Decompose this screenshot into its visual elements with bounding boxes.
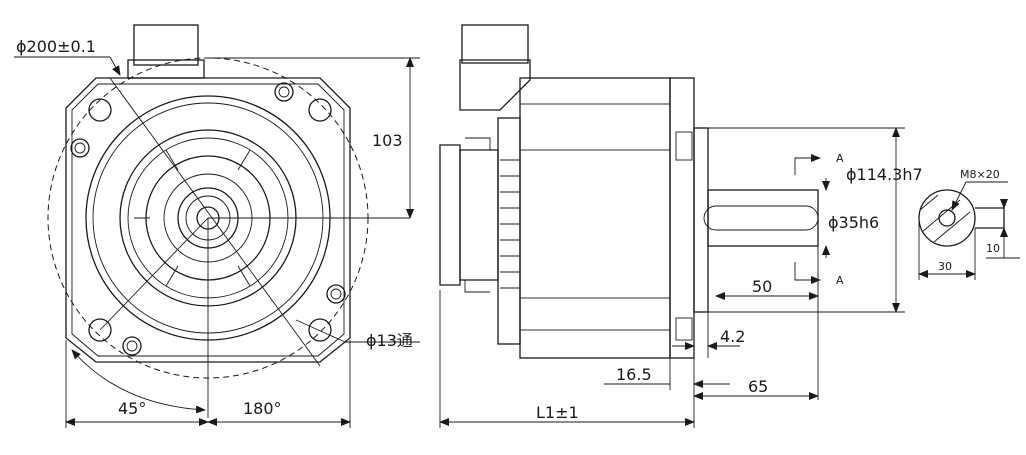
side-view: ϕ114.3h7 ϕ35h6 A A 50 4.2 16.5 65 L1±1 [439, 24, 923, 428]
section-a-bottom-label: A [836, 274, 844, 287]
angle-180-label: 180° [243, 399, 282, 418]
thread-hole [938, 209, 956, 227]
angle-45-label: 45° [118, 399, 146, 418]
mount-hole-tr [308, 98, 332, 122]
flange-diameter-label: ϕ200±0.1 [16, 37, 96, 56]
side-connector [461, 24, 529, 64]
pilot-diameter-label: ϕ114.3h7 [846, 165, 923, 184]
dim-4-2-label: 4.2 [720, 327, 745, 346]
encoder-cover [439, 144, 461, 286]
dim-16-5-label: 16.5 [616, 365, 652, 384]
front-view: ϕ200±0.1 103 ϕ13通 45° 180° [14, 24, 420, 428]
mount-hole-tl [88, 98, 112, 122]
front-connector [133, 24, 199, 66]
key-width-label: 30 [938, 260, 952, 273]
dim-50-label: 50 [752, 277, 772, 296]
shaft-section [918, 189, 976, 247]
through-hole-label: ϕ13通 [366, 331, 413, 350]
mount-hole-br [308, 318, 332, 342]
motor-shaft [707, 189, 819, 247]
section-a-top-label: A [836, 152, 844, 165]
pilot [693, 127, 709, 313]
side-flange [669, 77, 695, 359]
front-flange [65, 77, 351, 363]
mount-hole-bl [88, 318, 112, 342]
dim-l1-label: L1±1 [536, 403, 579, 422]
shaft-diameter-label: ϕ35h6 [828, 213, 879, 232]
section-view: M8×20 10 30 [918, 168, 1020, 280]
dim-103-label: 103 [372, 131, 403, 150]
key-depth-label: 10 [986, 242, 1000, 255]
thread-label: M8×20 [960, 168, 1000, 181]
dim-65-label: 65 [748, 377, 768, 396]
